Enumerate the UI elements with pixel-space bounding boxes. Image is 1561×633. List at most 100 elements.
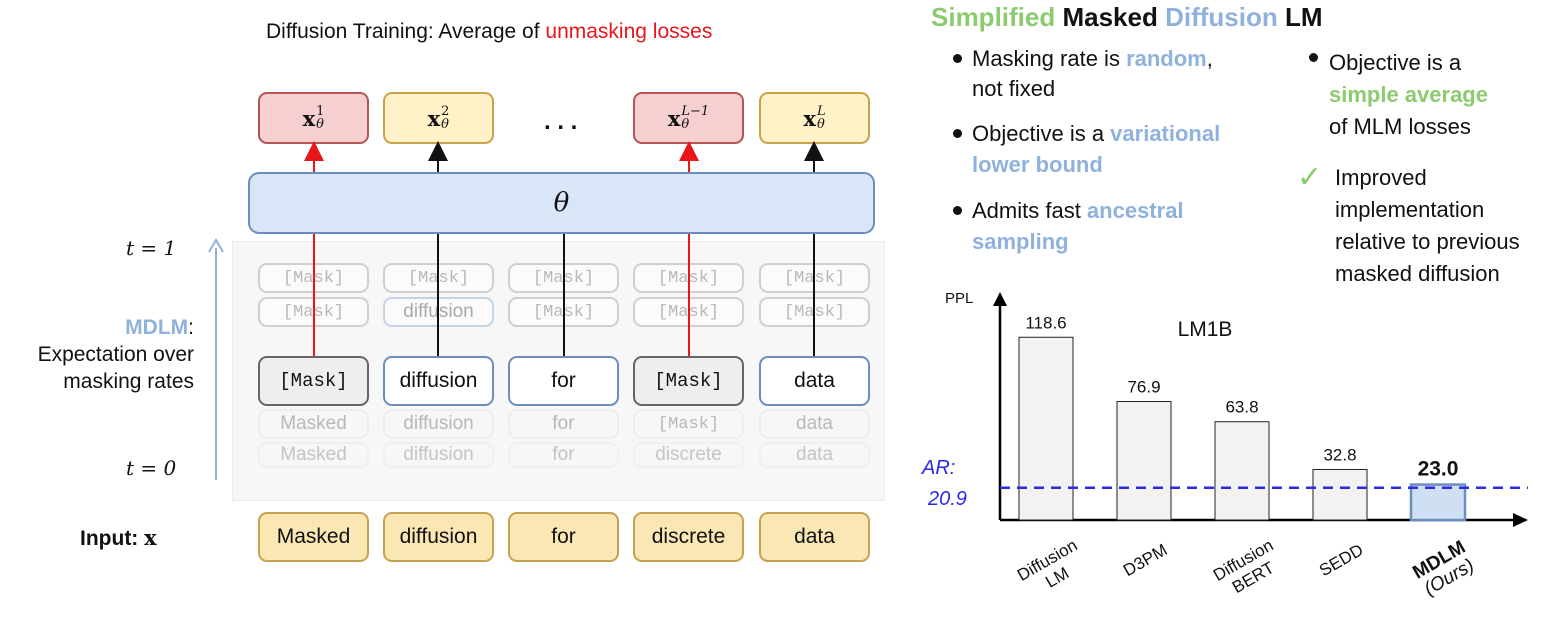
category-label-1: DiffusionLM [1014,536,1091,603]
category-label-2: D3PM [1120,540,1170,580]
title-diffusion: Diffusion [1165,2,1278,32]
bullet-1-text-b: random [1126,46,1207,71]
output-sup-1: 1 [316,104,325,119]
mdlm-colon: : [188,316,194,339]
mdlm-label: MDLM [125,316,189,339]
input-box-3: for [508,512,619,562]
input-box-1: Masked [258,512,369,562]
bar-3 [1214,421,1270,521]
t-bottom-label: t = 0 [126,456,177,480]
theta-block: θ [248,172,875,234]
category-label-3: DiffusionBERT [1210,536,1287,603]
ghost-box-r4-5: data [759,409,870,439]
bullet-3-text-b: ancestral [1086,198,1184,223]
bullet-5-line-4: masked diffusion [1335,261,1500,286]
ghost-box-r4-1: Masked [258,409,369,439]
bullet-4-line-1: Objective is a [1329,50,1462,75]
bullet-2-text-a: Objective is a [972,121,1111,146]
input-var: x [144,525,157,550]
output-sub-4: θ [816,117,825,132]
current-box-5: data [759,356,870,406]
category-label-5: MDLM(Ours) [1409,537,1479,601]
bullet-2-text-b: variational [1110,121,1221,146]
x-axis-arrow [1513,513,1528,527]
bullet-3-line-2: sampling [972,229,1069,254]
current-box-3: for [508,356,619,406]
mdlm-desc-line2: Expectation over [37,343,194,366]
ghost-box-r5-2: diffusion [383,442,494,468]
input-box-4: discrete [633,512,744,562]
mdlm-description: MDLM: Expectation over masking rates [0,314,194,395]
current-box-2: diffusion [383,356,494,406]
bar-value-2: 76.9 [1127,378,1160,397]
current-box-4: [Mask] [633,356,744,406]
ghost-box-r5-4: discrete [633,442,744,468]
output-sub-2: θ [441,117,449,132]
ghost-box-r4-4: [Mask] [633,409,744,439]
category-label-4: SEDD [1316,540,1366,580]
left-title-prefix: Diffusion Training: Average of [266,20,546,43]
ellipsis: . . . [544,108,578,135]
bar-value-4: 32.8 [1323,445,1356,464]
bullet-4-line-3: of MLM losses [1329,114,1471,139]
title-lm: LM [1277,2,1323,32]
bullet-5-line-2: implementation [1335,197,1485,222]
output-base-1: x [302,105,316,131]
bar-4 [1312,468,1368,521]
ghost-box-r5-1: Masked [258,442,369,468]
reference-label-line2: 20.9 [927,488,967,510]
t-top-label: t = 1 [126,236,177,260]
bullet-2-line-2: lower bound [972,152,1103,177]
bar-1 [1018,336,1074,521]
output-base-4: x [803,105,816,131]
output-base-3: x [667,105,681,131]
chart-title: LM1B [1178,318,1233,341]
input-label: Input: x [80,525,157,551]
current-box-1: [Mask] [258,356,369,406]
ghost-box-r5-3: for [508,442,619,468]
bullet-3-text-a: Admits fast [972,198,1087,223]
bullet-2-line-1: Objective is a variational [972,119,1220,148]
reference-label-line1: AR: [921,457,955,479]
input-box-5: data [759,512,870,562]
output-sup-3: L−1 [681,104,710,119]
bullet-3-line-1: Admits fast ancestral [972,196,1184,225]
check-icon: ✓ [1297,160,1323,195]
bullet-1-line-2: not fixed [972,76,1056,101]
input-box-2: diffusion [383,512,494,562]
ghost-box-r4-3: for [508,409,619,439]
bullet-dot-1 [953,54,962,63]
bullet-1-text-c: , [1206,46,1213,71]
bullet-5-line-1: Improved [1335,165,1427,190]
mdlm-desc-line3: masking rates [63,370,194,393]
title-masked: Masked [1055,2,1166,32]
bullet-dot-3 [953,206,962,215]
bullet-dot-4 [1309,53,1318,62]
output-sub-1: θ [316,117,324,132]
bullet-5-line-3: relative to previous [1335,229,1520,254]
y-axis-label: PPL [945,290,973,307]
category-label-2-line-1: D3PM [1120,540,1170,580]
bar-value-3: 63.8 [1225,398,1258,417]
ghost-box-r5-5: data [759,442,870,468]
bar-5 [1409,483,1467,522]
bullet-1-text-a: Masking rate is [972,46,1127,71]
output-sup-2: 2 [441,104,450,119]
output-base-2: x [427,105,441,131]
output-sup-4: L [816,104,826,119]
bar-value-1: 118.6 [1025,313,1066,332]
bar-2 [1116,401,1172,521]
right-title: Simplified Masked Diffusion LM [931,2,1323,33]
y-axis-arrow [993,292,1007,306]
bullet-4-line-2: simple average [1329,82,1488,107]
input-label-text: Input: [80,527,145,550]
title-simplified: Simplified [931,2,1056,32]
category-label-4-line-1: SEDD [1316,540,1366,580]
ghost-box-r4-2: diffusion [383,409,494,439]
left-title-highlight: unmasking losses [545,20,713,43]
